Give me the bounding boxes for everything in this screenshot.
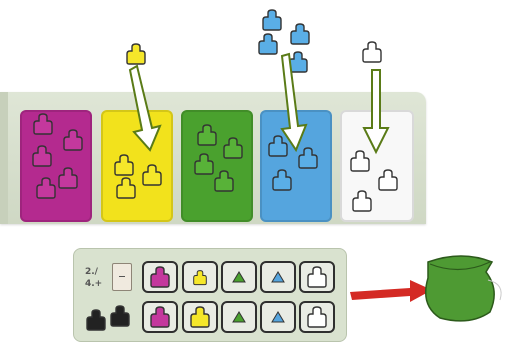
meeple-icon xyxy=(127,44,145,64)
magenta-meeples xyxy=(33,114,82,198)
green-meeples xyxy=(195,125,242,191)
down-arrow-icon xyxy=(130,54,388,152)
player-count-line2: 4.+ xyxy=(85,278,115,290)
cloth-bag-icon xyxy=(426,256,501,321)
player-count-label: 2./ 4.+ xyxy=(85,266,115,290)
card-icon xyxy=(112,263,132,291)
card-dash xyxy=(119,276,125,277)
red-arrow-icon xyxy=(350,280,432,302)
player-count-line1: 2./ xyxy=(85,266,115,278)
